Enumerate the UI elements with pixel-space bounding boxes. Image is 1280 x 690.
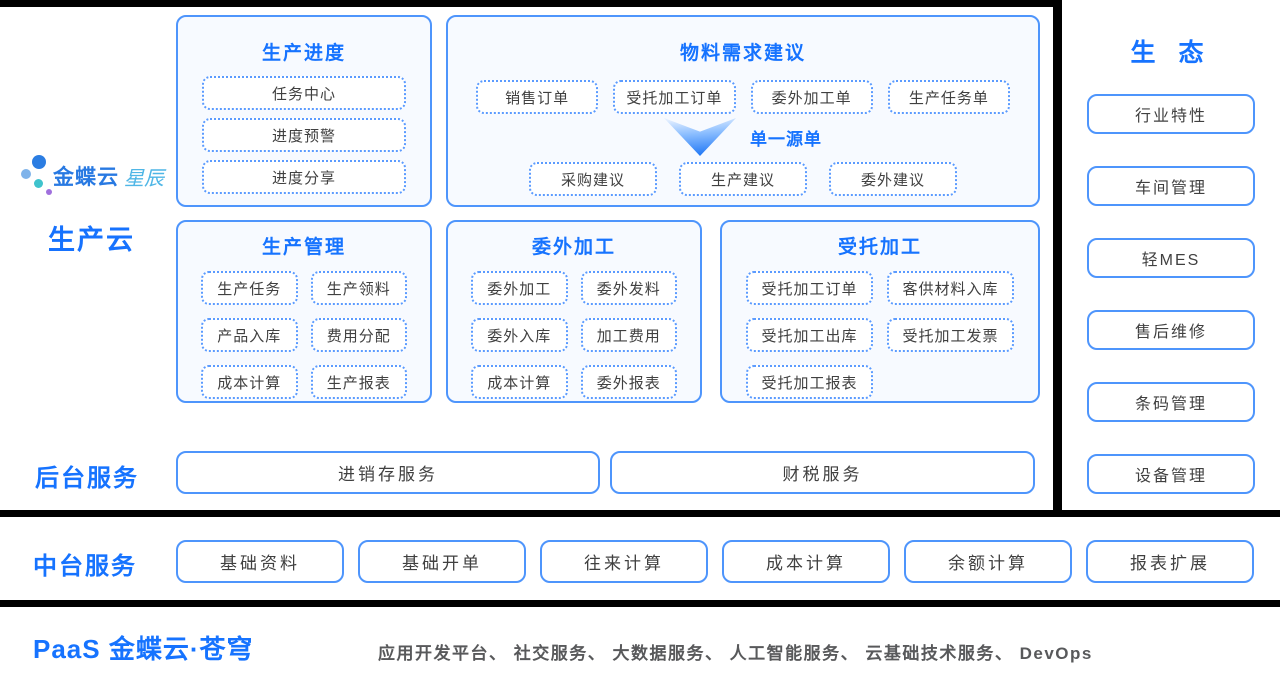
panel-title: 受托加工 [837,237,922,258]
divider-horizontal-bottom [0,600,1280,607]
module-item: 加工费用 [580,318,677,352]
midplatform-service-item: 基础开单 [358,540,526,583]
panel-item-grid: 生产任务 生产领料 产品入库 费用分配 成本计算 生产报表 [178,259,430,399]
consignment-processing-panel: 受托加工 受托加工订单 客供材料入库 受托加工出库 受托加工发票 受托加工报表 [720,220,1040,403]
module-item: 委外入库 [471,318,568,352]
ecosystem-item: 车间管理 [1087,166,1255,206]
panel-item-grid: 受托加工订单 客供材料入库 受托加工出库 受托加工发票 受托加工报表 [722,259,1038,399]
backend-service-item: 财税服务 [610,451,1035,494]
divider-horizontal-top [0,0,1053,7]
backend-service-item: 进销存服务 [176,451,600,494]
paas-platform-label: PaaS 金蝶云·苍穹 [33,634,254,664]
outsourcing-processing-panel: 委外加工 委外加工 委外发料 委外入库 加工费用 成本计算 委外报表 [446,220,702,403]
module-item: 采购建议 [529,162,657,196]
source-order-row: 销售订单 受托加工订单 委外加工单 生产任务单 [448,65,1038,114]
logo-text-secondary: 星辰 [124,168,164,190]
ecosystem-item: 行业特性 [1087,94,1255,134]
panel-title: 委外加工 [531,237,616,258]
module-item: 产品入库 [201,318,298,352]
panel-item-grid: 委外加工 委外发料 委外入库 加工费用 成本计算 委外报表 [448,259,700,399]
ecosystem-item: 设备管理 [1087,454,1255,494]
module-item: 生产领料 [310,271,407,305]
module-item: 受托加工出库 [746,318,873,352]
divider-vertical [1053,0,1062,517]
module-item: 生产任务单 [887,80,1010,114]
midplatform-service-item: 基础资料 [176,540,344,583]
panel-title: 生产进度 [261,43,346,64]
module-item: 委外加工单 [750,80,873,114]
module-item: 委外发料 [580,271,677,305]
module-item: 成本计算 [471,365,568,399]
module-item: 进度预警 [202,118,406,152]
production-management-panel: 生产管理 生产任务 生产领料 产品入库 费用分配 成本计算 生产报表 [176,220,432,403]
paas-services-list: 应用开发平台、 社交服务、 大数据服务、 人工智能服务、 云基础技术服务、 De… [378,644,1093,663]
midplatform-service-item: 成本计算 [722,540,890,583]
down-arrow-icon [664,118,736,156]
ecosystem-item: 售后维修 [1087,310,1255,350]
production-progress-panel: 生产进度 任务中心 进度预警 进度分享 [176,15,432,207]
ecosystem-item: 条码管理 [1087,382,1255,422]
logo-text-primary: 金蝶云 [53,166,119,189]
production-cloud-label: 生产云 [48,225,135,255]
module-item: 生产报表 [310,365,407,399]
module-item: 委外建议 [829,162,957,196]
ecosystem-stack: 行业特性 车间管理 轻MES 售后维修 条码管理 设备管理 [1087,94,1255,494]
module-item: 销售订单 [476,80,599,114]
module-item: 受托加工订单 [613,80,736,114]
suggestion-row: 采购建议 生产建议 委外建议 [448,162,1038,196]
logo-dot-purple-icon [46,189,52,195]
module-item: 生产任务 [201,271,298,305]
logo-dot-teal-icon [34,179,43,188]
arrow-label: 单一源单 [750,129,822,149]
panel-title: 物料需求建议 [679,43,806,64]
material-requirement-panel: 物料需求建议 销售订单 受托加工订单 委外加工单 生产任务单 单一源单 采购建议… [446,15,1040,207]
module-item: 客供材料入库 [887,271,1014,305]
module-item: 受托加工发票 [887,318,1014,352]
panel-item-stack: 任务中心 进度预警 进度分享 [178,65,430,194]
module-item: 生产建议 [679,162,807,196]
logo-dot-lightblue-icon [21,169,31,179]
brand-logo: 金蝶云 星辰 [18,150,183,204]
panel-title: 生产管理 [261,237,346,258]
module-item: 费用分配 [310,318,407,352]
ecosystem-title: 生 态 [1130,39,1212,67]
module-item: 成本计算 [201,365,298,399]
module-item: 受托加工报表 [746,365,873,399]
module-item: 委外加工 [471,271,568,305]
module-item: 委外报表 [580,365,677,399]
module-item: 进度分享 [202,160,406,194]
module-item: 受托加工订单 [746,271,873,305]
ecosystem-item: 轻MES [1087,238,1255,278]
midplatform-services-label: 中台服务 [33,553,137,580]
midplatform-service-item: 往来计算 [540,540,708,583]
backend-services-label: 后台服务 [35,465,139,492]
midplatform-service-item: 余额计算 [904,540,1072,583]
divider-horizontal-middle [0,510,1280,517]
single-source-flow: 单一源单 [448,118,1038,156]
module-item: 任务中心 [202,76,406,110]
midplatform-service-item: 报表扩展 [1086,540,1254,583]
logo-dot-blue-icon [32,155,46,169]
